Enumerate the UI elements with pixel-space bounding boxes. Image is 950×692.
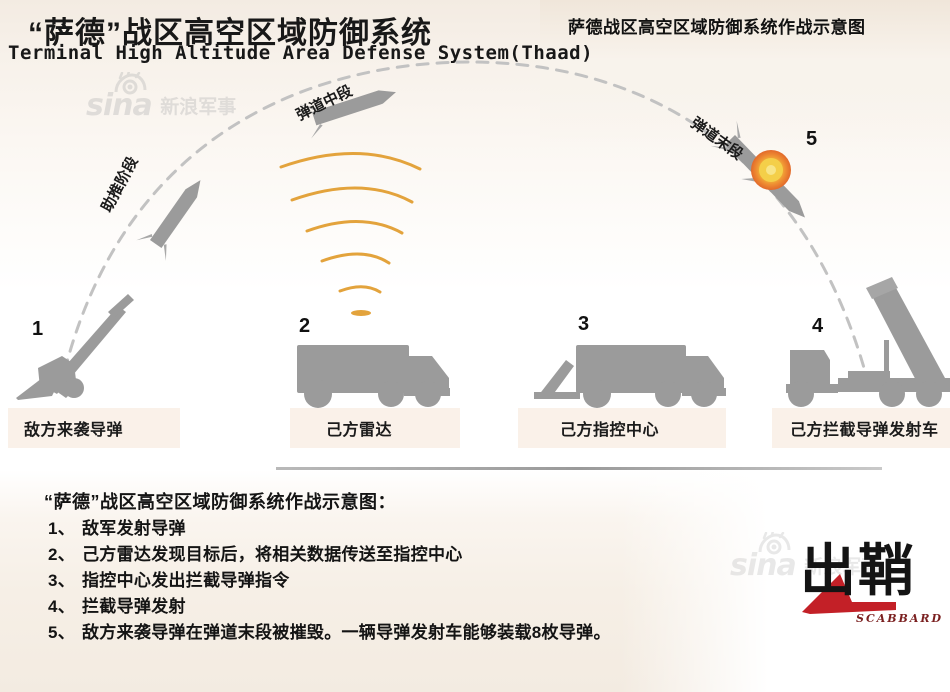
sina-cn-label: 新浪军事 <box>804 557 881 578</box>
list-item-index: 2、 <box>48 545 76 564</box>
marker-number-2: 2 <box>299 315 311 337</box>
logo-red-accent-icon <box>802 574 896 614</box>
caption-interceptor-launcher: 己方拦截导弹发射车 <box>772 408 950 448</box>
caption-enemy-missile: 敌方来袭导弹 <box>8 408 180 448</box>
caption-label: 己方雷达 <box>326 422 393 439</box>
sina-watermark-bottom: sina 新浪军事 <box>730 532 881 583</box>
list-item-index: 1、 <box>48 519 76 538</box>
list-item-text: 敌方来袭导弹在弹道末段被摧毁。一辆导弹发射车能够装载8枚导弹。 <box>82 623 611 642</box>
caption-command-center: 己方指控中心 <box>518 408 726 448</box>
list-item-text: 指控中心发出拦截导弹指令 <box>82 571 290 590</box>
list-item: 1、敌军发射导弹 <box>48 516 748 542</box>
page-title-chinese: “萨德”战区高空区域防御系统 <box>28 17 432 50</box>
list-item: 4、拦截导弹发射 <box>48 594 748 620</box>
caption-label: 敌方来袭导弹 <box>24 422 124 439</box>
sina-wordmark: sina <box>730 548 797 583</box>
list-item: 3、指控中心发出拦截导弹指令 <box>48 568 748 594</box>
logo-chinese-text: 出鞘 <box>800 538 916 604</box>
list-item-text: 敌军发射导弹 <box>82 519 186 538</box>
logo-english-text: SCABBARD <box>856 612 944 625</box>
caption-own-radar: 己方雷达 <box>290 408 460 448</box>
background-bottom-fade <box>620 470 950 692</box>
sina-eye-icon <box>758 532 791 555</box>
scabbard-logo: 出鞘 SCABBARD <box>800 540 950 645</box>
explanation-list: 1、敌军发射导弹 2、己方雷达发现目标后，将相关数据传送至指控中心 3、指控中心… <box>48 516 748 646</box>
page-title-english: Terminal High Altitude Area Defense Syst… <box>8 42 594 64</box>
section-divider <box>276 467 882 470</box>
list-item-index: 5、 <box>48 623 76 642</box>
sina-watermark-top: sina 新浪军事 <box>86 72 237 123</box>
marker-number-4: 4 <box>812 315 824 337</box>
sina-cn-label: 新浪军事 <box>160 97 237 118</box>
explanation-title: “萨德”战区高空区域防御系统作战示意图： <box>44 492 396 512</box>
list-item-index: 3、 <box>48 571 76 590</box>
caption-label: 己方拦截导弹发射车 <box>790 422 939 439</box>
marker-number-3: 3 <box>578 313 590 335</box>
list-item-index: 4、 <box>48 597 76 616</box>
list-item: 2、己方雷达发现目标后，将相关数据传送至指控中心 <box>48 542 748 568</box>
corner-title: 萨德战区高空区域防御系统作战示意图 <box>568 18 866 37</box>
sina-wordmark: sina <box>86 88 153 123</box>
sina-eye-icon <box>114 72 147 95</box>
list-item: 5、敌方来袭导弹在弹道末段被摧毁。一辆导弹发射车能够装载8枚导弹。 <box>48 620 748 646</box>
marker-number-1: 1 <box>32 318 44 340</box>
caption-label: 己方指控中心 <box>560 422 660 439</box>
list-item-text: 拦截导弹发射 <box>82 597 186 616</box>
marker-number-5: 5 <box>806 128 818 150</box>
list-item-text: 己方雷达发现目标后，将相关数据传送至指控中心 <box>82 545 463 564</box>
